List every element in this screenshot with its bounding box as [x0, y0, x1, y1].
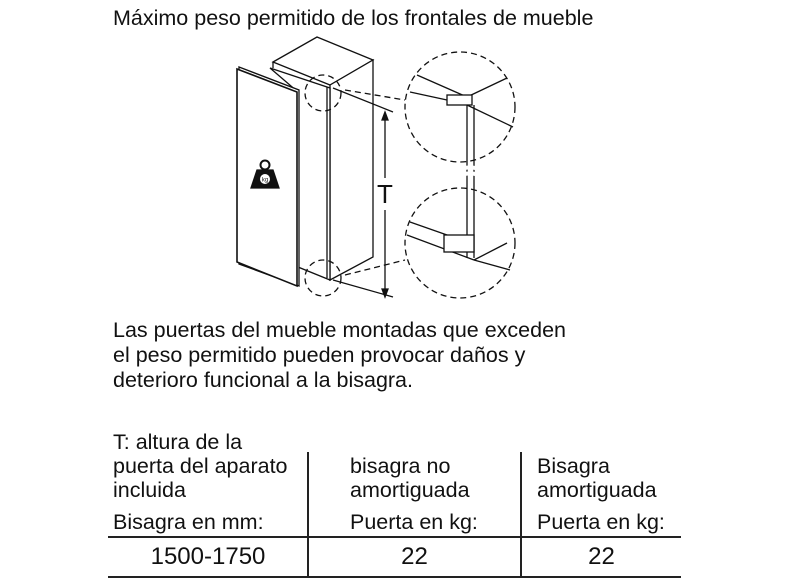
cell-height: 1500-1750	[150, 543, 266, 570]
page-title: Máximo peso permitido de los frontales d…	[113, 6, 594, 30]
height-label: T	[377, 179, 393, 209]
weight-icon: kg	[250, 159, 280, 189]
header-damped: Bisagra amortiguada	[537, 454, 657, 502]
header-height-unit: Bisagra en mm:	[113, 510, 264, 534]
height-dimension: T	[332, 87, 394, 299]
detail-callouts	[304, 51, 516, 299]
cabinet	[269, 36, 375, 282]
hinge-detail-top	[409, 74, 514, 258]
hinge-detail-bottom	[406, 221, 511, 271]
header-non-damped-unit: Puerta en kg:	[350, 510, 478, 534]
warning-text: Las puertas del mueble montadas que exce…	[113, 318, 567, 392]
header-damped-unit: Puerta en kg:	[537, 510, 665, 534]
column-divider	[307, 452, 309, 578]
column-divider	[520, 452, 522, 578]
header-height: T: altura de la puerta del aparato inclu…	[113, 430, 288, 502]
cell-non-damped-weight: 22	[401, 543, 428, 570]
fridge-door-diagram: kg T	[236, 36, 516, 299]
weight-icon-label: kg	[262, 178, 268, 184]
table-bottom-border	[108, 576, 681, 578]
header-non-damped: bisagra no amortiguada	[350, 454, 470, 502]
cell-damped-weight: 22	[588, 543, 615, 570]
header-divider	[108, 536, 681, 538]
